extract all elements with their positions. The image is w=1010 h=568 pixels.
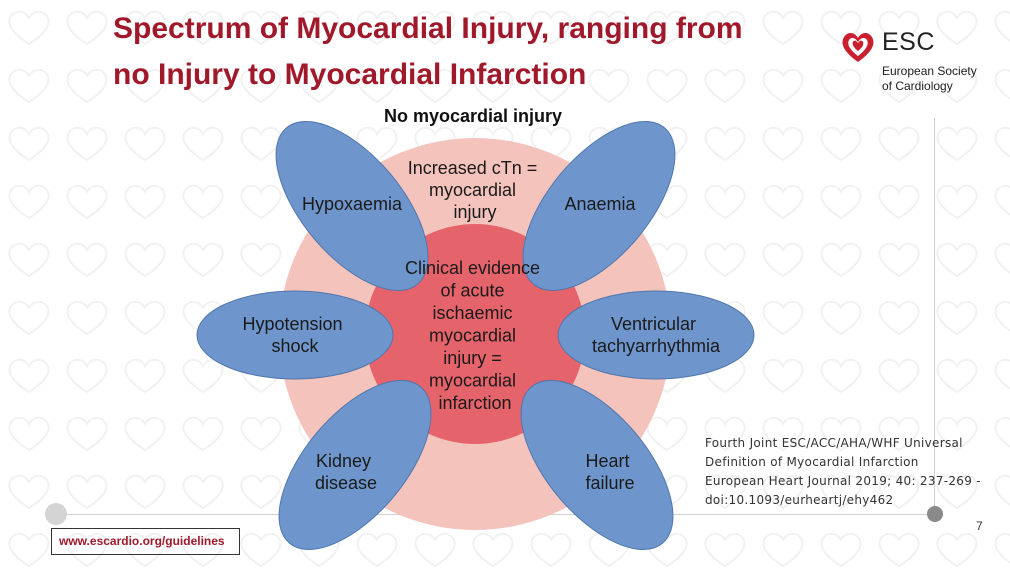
reference-citation: Fourth Joint ESC/ACC/AHA/WHF Universal D… — [705, 434, 995, 510]
outer-label: No myocardial injury — [384, 106, 562, 126]
logo-text: ESC — [882, 28, 935, 56]
heart-logo-icon — [842, 32, 874, 62]
decorative-dot-left — [45, 503, 67, 525]
petal-anaemia-label: Anaemia — [564, 194, 636, 214]
decorative-dot-right — [927, 506, 943, 522]
reference-line: Fourth Joint ESC/ACC/AHA/WHF Universal — [705, 436, 963, 450]
petal-hypotension-label: Hypotension shock — [242, 314, 347, 356]
petal-ventricular-label: Ventricular tachyarrhythmia — [592, 314, 721, 356]
reference-line: European Heart Journal 2019; 40: 237-269… — [705, 474, 981, 488]
esc-logo: ESC European Society of Cardiology — [838, 26, 998, 96]
petal-kidney-disease: Kidney disease — [278, 380, 432, 550]
logo-subtitle: European Society of Cardiology — [882, 64, 977, 93]
petal-hypoxaemia-label: Hypoxaemia — [302, 194, 403, 214]
petal-kidney-label: Kidney disease — [315, 451, 377, 493]
reference-line: doi:10.1093/eurheartj/ehy462 — [705, 493, 894, 507]
inner-label: Clinical evidence of acute ischaemic myo… — [405, 258, 545, 413]
petal-hypotension-shock: Hypotension shock — [196, 290, 394, 380]
page-number: 7 — [976, 519, 983, 533]
middle-label: Increased cTn = myocardial injury — [408, 158, 543, 222]
petal-hypoxaemia: Hypoxaemia — [275, 121, 429, 291]
petal-heart-failure: Heart failure — [520, 380, 674, 550]
slide-title: Spectrum of Myocardial Injury, ranging f… — [113, 12, 743, 91]
petal-heart-failure-label: Heart failure — [585, 451, 634, 493]
petal-ventricular-tachyarrhythmia: Ventricular tachyarrhythmia — [557, 290, 755, 380]
reference-line: Definition of Myocardial Infarction — [705, 455, 919, 469]
guidelines-url-link[interactable]: www.escardio.org/guidelines — [51, 528, 240, 555]
vertical-divider — [934, 118, 935, 512]
petal-anaemia: Anaemia — [522, 121, 676, 291]
